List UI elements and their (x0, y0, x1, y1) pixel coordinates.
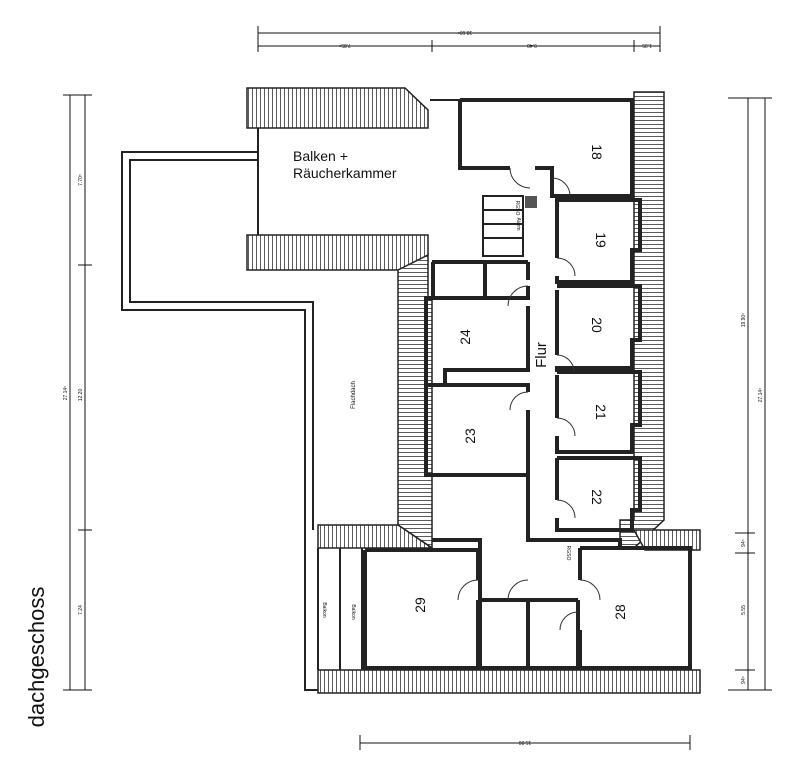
doors (457, 167, 601, 631)
room-19-label: 19 (593, 232, 609, 248)
room-20-label: 20 (589, 317, 605, 333)
dim-top-mid: 9.40 (527, 42, 537, 48)
staircase (482, 195, 524, 257)
corridor-label: Flur (533, 342, 550, 368)
flat-roof-label: Flachdach (351, 381, 357, 409)
dim-top-left: 7.85⁵ (339, 42, 351, 48)
dim-left-seg3: 7.24 (78, 605, 84, 615)
dimension-top: 18.60⁵ 7.85⁵ 9.40 1.35 (257, 26, 661, 52)
roof-mid-left (246, 234, 429, 271)
dim-bottom-total: 15.00 (519, 739, 532, 745)
dim-right-seg4: 94⁵ (741, 676, 747, 684)
dim-right-seg1: 19.90⁵ (741, 313, 747, 328)
walls (257, 98, 692, 670)
rgso-top-label: RGSO (514, 201, 520, 216)
dimension-right: 27.14⁵ 19.90⁵ 94⁵ 5.55 94⁵ (728, 97, 772, 691)
dim-left-seg2: 12.20 (78, 389, 84, 402)
room-29-label: 29 (412, 597, 428, 613)
room-21-label: 21 (593, 404, 609, 420)
balcony-smokehouse-line1: Balken + (293, 148, 348, 164)
rgso-bottom-label: RGSO (565, 546, 571, 561)
roof-bottom (317, 669, 701, 694)
roof-top-left (246, 87, 429, 129)
roof-edges (246, 87, 701, 694)
flat-roof-area: Flachdach (121, 151, 357, 691)
dim-left-seg1: 7.70⁵ (78, 174, 84, 186)
dim-right-seg2: 94⁵ (741, 539, 747, 547)
dim-right-total: 27.14⁵ (758, 388, 764, 403)
room-28-label: 28 (612, 604, 628, 620)
dimension-left: 27.14⁵ 7.70⁵ 12.20 7.24 (63, 94, 92, 691)
dim-top-right: 1.35 (642, 42, 652, 48)
room-24-label: 24 (457, 329, 473, 345)
balcony-small-label: Balkon (321, 602, 327, 618)
balcony-note-label: Balkon (350, 604, 356, 620)
room-18-label: 18 (589, 144, 605, 160)
sheet-title: dachgeschoss (24, 587, 49, 728)
balcony-smokehouse-line2: Räucherkammer (293, 165, 397, 181)
room-22-label: 22 (589, 489, 605, 505)
dimension-bottom: 15.00 (359, 735, 691, 750)
dim-left-total: 27.14⁵ (63, 386, 69, 401)
room-23-label: 23 (462, 428, 478, 444)
alarm-label: Alarm (515, 217, 521, 230)
dim-right-seg3: 5.55 (741, 605, 747, 615)
roof-bottom-right (632, 529, 701, 551)
dim-top-total: 18.60⁵ (458, 29, 473, 35)
room-labels: Balken + Räucherkammer 18 19 20 21 22 24… (293, 144, 628, 620)
